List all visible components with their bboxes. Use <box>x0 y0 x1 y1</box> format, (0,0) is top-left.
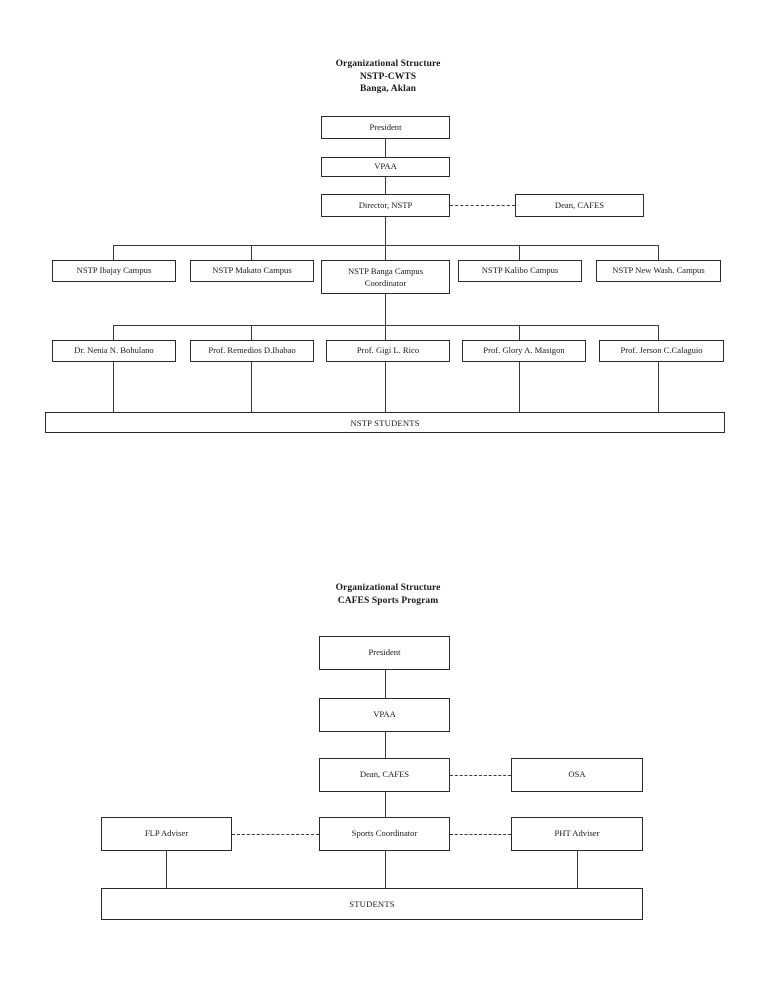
node-campus-new-washington: NSTP New Wash. Campus <box>596 260 721 282</box>
node-campus-banga-coordinator: NSTP Banga Campus Coordinator <box>321 260 450 294</box>
node-director-nstp: Director, NSTP <box>321 194 450 217</box>
node-campus-ibajay: NSTP Ibajay Campus <box>52 260 176 282</box>
drop-faculty-4 <box>519 325 520 340</box>
connector-vpaa-director <box>385 177 386 194</box>
node-dean-cafes: Dean, CAFES <box>515 194 644 217</box>
node-faculty-rico: Prof. Gigi L. Rico <box>326 340 450 362</box>
connector-director-dean-dashed <box>450 205 515 206</box>
drop-faculty-2 <box>251 325 252 340</box>
drop-campus-newwash <box>658 245 659 260</box>
drop-students-1 <box>113 362 114 412</box>
node-pht-adviser: PHT Adviser <box>511 817 643 851</box>
drop-campus-ibajay <box>113 245 114 260</box>
node-faculty-calaguio: Prof. Jerson C.Calaguio <box>599 340 724 362</box>
drop-faculty-3 <box>385 325 386 340</box>
node-faculty-ibabao: Prof. Remedios D.Ibabao <box>190 340 314 362</box>
connector-president-vpaa-2 <box>385 670 386 698</box>
node-president-2: President <box>319 636 450 670</box>
connector-director-bus <box>385 217 386 245</box>
node-flp-adviser: FLP Adviser <box>101 817 232 851</box>
drop-students-5 <box>658 362 659 412</box>
bus-faculty <box>113 325 659 326</box>
node-vpaa-2: VPAA <box>319 698 450 732</box>
node-president: President <box>321 116 450 139</box>
node-faculty-masigon: Prof. Glory A. Masigon <box>462 340 586 362</box>
drop-students-sports <box>385 851 386 888</box>
connector-dean-sports-coordinator <box>385 792 386 817</box>
drop-students-3 <box>385 362 386 412</box>
connector-president-vpaa <box>385 139 386 157</box>
drop-faculty-5 <box>658 325 659 340</box>
node-nstp-students: NSTP STUDENTS <box>45 412 725 433</box>
connector-banga-faculty-bus <box>385 294 386 325</box>
node-sports-coordinator: Sports Coordinator <box>319 817 450 851</box>
drop-campus-kalibo <box>519 245 520 260</box>
node-osa: OSA <box>511 758 643 792</box>
node-vpaa: VPAA <box>321 157 450 177</box>
chart2-title: Organizational Structure CAFES Sports Pr… <box>335 583 441 606</box>
connector-dean-osa-dashed <box>450 775 511 776</box>
bus-campuses <box>113 245 659 246</box>
node-campus-kalibo: NSTP Kalibo Campus <box>458 260 582 282</box>
node-students-2: STUDENTS <box>101 888 643 920</box>
chart1-title: Organizational Structure NSTP-CWTS Banga… <box>335 59 441 95</box>
node-campus-makato: NSTP Makato Campus <box>190 260 314 282</box>
connector-sports-pht-dashed <box>450 834 511 835</box>
drop-students-2 <box>251 362 252 412</box>
connector-vpaa-dean-2 <box>385 732 386 758</box>
node-faculty-bohulano: Dr. Nenia N. Bohulano <box>52 340 176 362</box>
drop-students-pht <box>577 851 578 888</box>
drop-students-4 <box>519 362 520 412</box>
drop-students-flp <box>166 851 167 888</box>
drop-faculty-1 <box>113 325 114 340</box>
node-dean-cafes-2: Dean, CAFES <box>319 758 450 792</box>
drop-campus-banga <box>385 245 386 260</box>
connector-flp-sports-dashed <box>232 834 319 835</box>
drop-campus-makato <box>251 245 252 260</box>
